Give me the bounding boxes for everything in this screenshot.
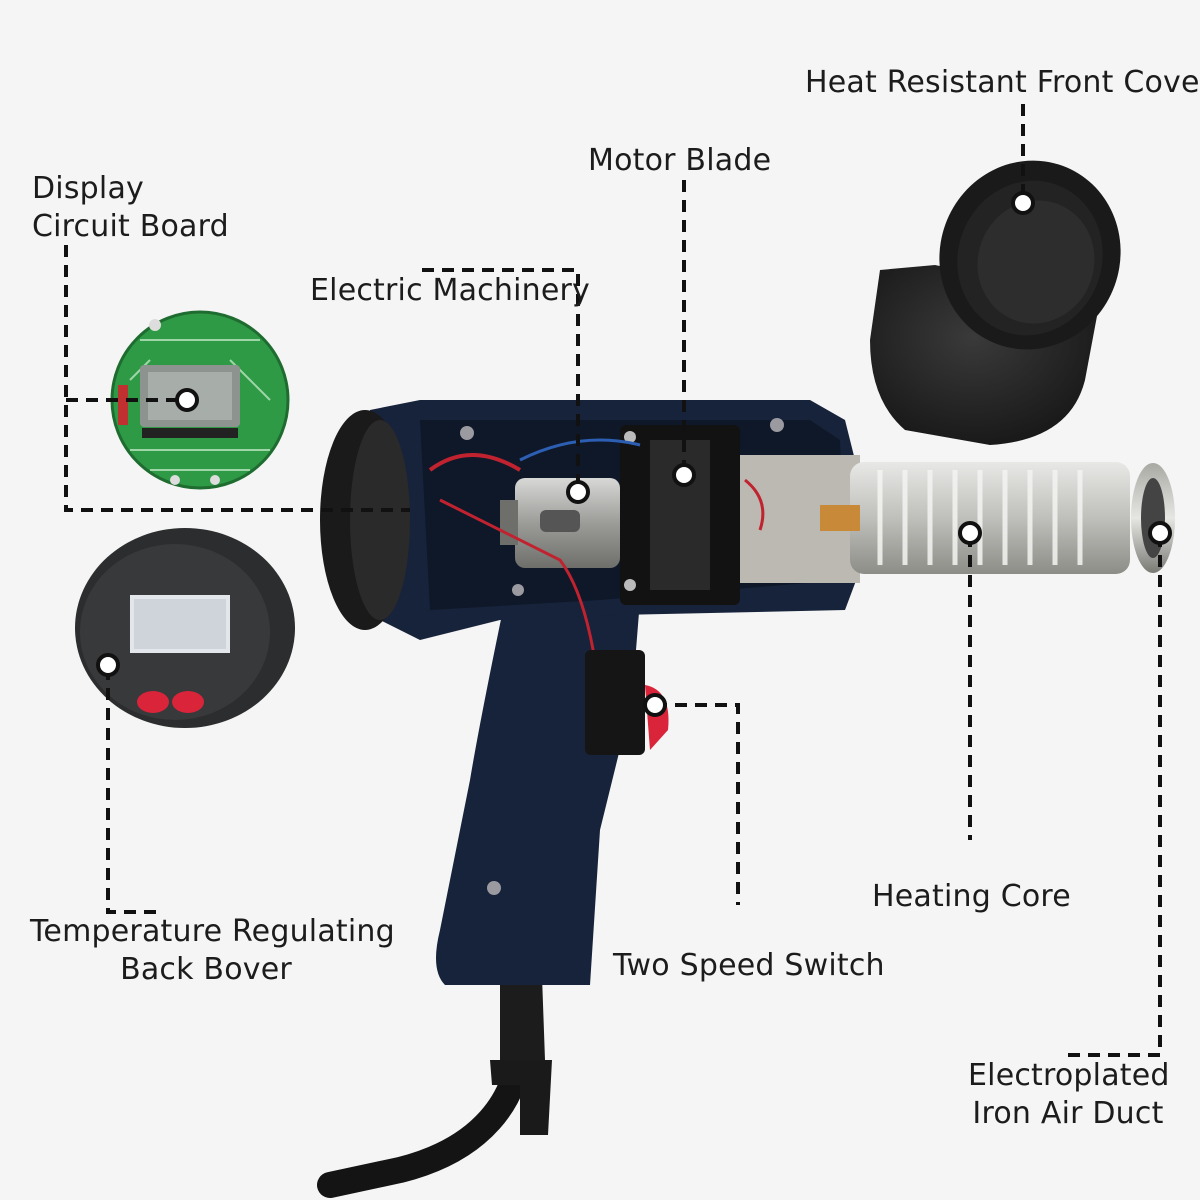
air-duct-part <box>1131 463 1175 573</box>
back-cover-part <box>75 528 295 728</box>
label-electroplated-line1: Electroplated <box>968 1058 1170 1093</box>
callout-targets <box>96 191 1172 717</box>
label-display-circuit-board-line2: Circuit Board <box>32 209 229 244</box>
label-electric-machinery: Electric Machinery <box>310 273 590 308</box>
label-two-speed-switch: Two Speed Switch <box>613 948 885 983</box>
callout-lines <box>64 104 1162 1057</box>
label-temperature-regulating-line1: Temperature Regulating <box>30 914 395 949</box>
label-electroplated-iron-air-duct: Electroplated Iron Air Duct <box>968 1057 1170 1133</box>
label-heat-resistant-front-cover: Heat Resistant Front Cover <box>805 65 1200 100</box>
display-pcb-part <box>110 310 290 490</box>
label-motor-blade: Motor Blade <box>588 143 772 178</box>
label-electroplated-line2: Iron Air Duct <box>972 1096 1164 1131</box>
label-display-circuit-board: Display Circuit Board <box>32 170 229 246</box>
label-temperature-regulating-back-cover: Temperature Regulating Back Bover <box>30 913 395 989</box>
motor-part <box>500 478 620 568</box>
heating-core-part <box>740 455 1130 583</box>
front-cover-part <box>870 160 1121 445</box>
label-display-circuit-board-line1: Display <box>32 171 144 206</box>
label-temperature-regulating-line2: Back Bover <box>120 952 292 987</box>
fan-housing-part <box>620 425 740 605</box>
label-heating-core: Heating Core <box>872 879 1071 914</box>
